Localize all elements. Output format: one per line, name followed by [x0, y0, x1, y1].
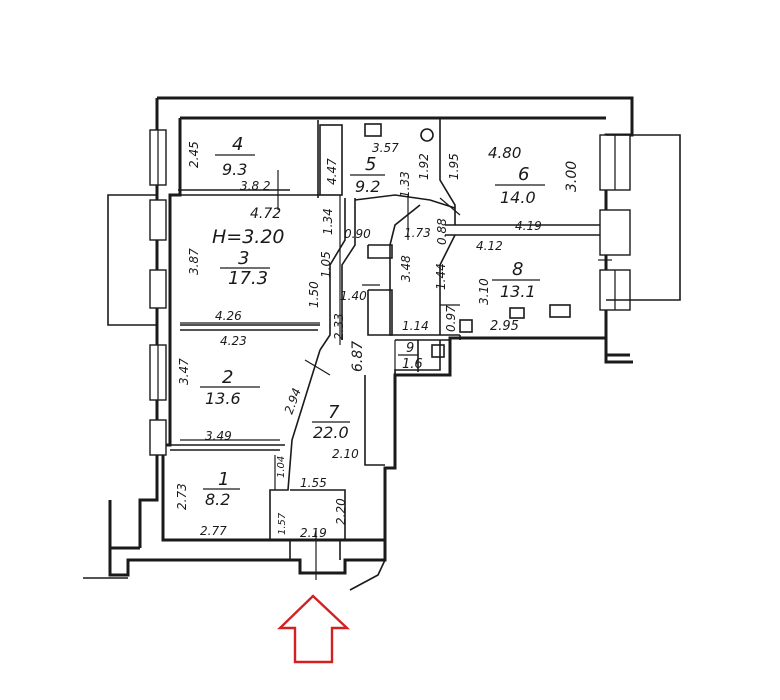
room-9: 1.14 9 1.6: [398, 319, 429, 372]
entrance-arrow-icon: [277, 594, 351, 664]
room-7-dim-inner: 1.40: [340, 289, 367, 303]
room-8: 4.12 8 13.1 3.10 2.95 0.97 1.44: [434, 239, 540, 334]
room-8-dim-left: 1.44: [434, 263, 448, 290]
room-8-area: 13.1: [500, 282, 536, 301]
room-2-area: 13.6: [205, 389, 241, 408]
room-5-number: 5: [365, 154, 376, 175]
room-7-dim-right: 3.48: [399, 255, 413, 282]
room-8-dim-side: 3.10: [477, 278, 491, 305]
room-1: 1 8.2 2.73 2.77 1.04: [175, 456, 287, 538]
room-3: 4.72 H=3.20 3 17.3 3.87 1.34 1.05 1.50 4…: [187, 206, 335, 323]
room-1-number: 1: [218, 469, 229, 490]
ceiling-height-label: H=3.20: [212, 226, 285, 248]
room-8-dim-left-low: 0.97: [444, 305, 458, 332]
room-8-dim-bottom: 2.95: [490, 319, 519, 334]
room-1-dim-bottom: 2.77: [200, 524, 227, 538]
vestibule-dim-top: 1.55: [300, 476, 327, 490]
room-1-dim-left: 2.73: [175, 483, 189, 510]
room-3-dim-right-mid: 1.05: [319, 251, 333, 278]
room-2-number: 2: [222, 367, 233, 388]
room-7-dim-door: 0.88: [435, 218, 449, 245]
room-3-number: 3: [238, 248, 249, 269]
room-7-number: 7: [328, 402, 340, 423]
room-2-dim-bottom: 3.49: [205, 429, 232, 443]
room-3-dim-bottom: 4.26: [215, 309, 242, 323]
room-2-dim-left: 3.47: [177, 358, 191, 385]
room-6-number: 6: [518, 164, 529, 185]
room-1-dim-door: 1.04: [276, 456, 287, 478]
room-9-area: 1.6: [402, 357, 423, 372]
room-8-number: 8: [512, 259, 523, 280]
room-7-dim-length: 6.87: [350, 341, 366, 372]
room-6-dim-side: 3.00: [564, 161, 580, 192]
room-4-area: 9.3: [222, 160, 247, 179]
room-3-area: 17.3: [228, 268, 268, 289]
room-2: 4.23 2 13.6 3.47 2.94 3.49: [177, 334, 304, 443]
left-windows: [149, 129, 167, 456]
room-7-dim-diag: 1.33: [398, 171, 412, 198]
room-4-dim-length: 3.8 2: [240, 179, 271, 193]
room-3-dim-top: 4.72: [250, 206, 281, 222]
right-windows: [599, 134, 631, 311]
room-7: 7 22.0 6.87 2.33 2.10 1.40 3.48 1.73 1.3…: [312, 171, 449, 461]
vestibule-dim-bottom: 2.19: [300, 526, 327, 540]
balconies: [107, 134, 681, 326]
room-5-dim-side: 4.47: [325, 158, 339, 185]
room-7-area: 22.0: [313, 423, 349, 442]
room-3-dim-right-low: 1.50: [307, 281, 321, 308]
room-6-dim-left: 1.95: [447, 153, 461, 180]
room-7-dim-bottom: 2.10: [332, 447, 359, 461]
dimension-lines: [180, 170, 612, 580]
room-1-area: 8.2: [205, 490, 230, 509]
room-6-dim-top: 4.80: [488, 144, 521, 162]
vestibule: 1.55 2.20 1.57 2.19: [277, 476, 348, 540]
room-7-dim-niche: 0.90: [344, 227, 371, 241]
room-6: 4.80 6 14.0 3.00 4.19 1.95: [447, 144, 580, 233]
room-8-dim-top: 4.12: [476, 239, 503, 253]
vestibule-dim-left: 1.57: [277, 512, 288, 535]
room-3-dim-left: 3.87: [187, 248, 201, 275]
room-7-dim-mid: 2.33: [332, 313, 346, 340]
room-4: 4 9.3 2.45 3.8 2: [187, 134, 271, 193]
room-9-number: 9: [406, 341, 414, 356]
room-4-number: 4: [232, 134, 243, 155]
room-5-dim-right: 1.92: [417, 153, 431, 180]
vestibule-dim-right: 2.20: [334, 498, 348, 525]
room-5-dim-length: 3.57: [372, 141, 399, 155]
room-4-dim-width: 2.45: [187, 141, 201, 168]
room-6-area: 14.0: [500, 188, 536, 207]
room-5: 5 9.2 3.57 4.47 1.92: [325, 141, 431, 196]
room-7-dim-hall: 1.73: [404, 226, 431, 240]
room-6-dim-bottom: 4.19: [515, 219, 542, 233]
room-5-area: 9.2: [355, 177, 380, 196]
room-3-dim-right-top: 1.34: [321, 208, 335, 235]
bathroom-fixtures: [319, 123, 571, 358]
room-9-dim-top: 1.14: [402, 319, 429, 333]
room-2-dim-top: 4.23: [220, 334, 247, 348]
interior-walls: [170, 118, 606, 560]
